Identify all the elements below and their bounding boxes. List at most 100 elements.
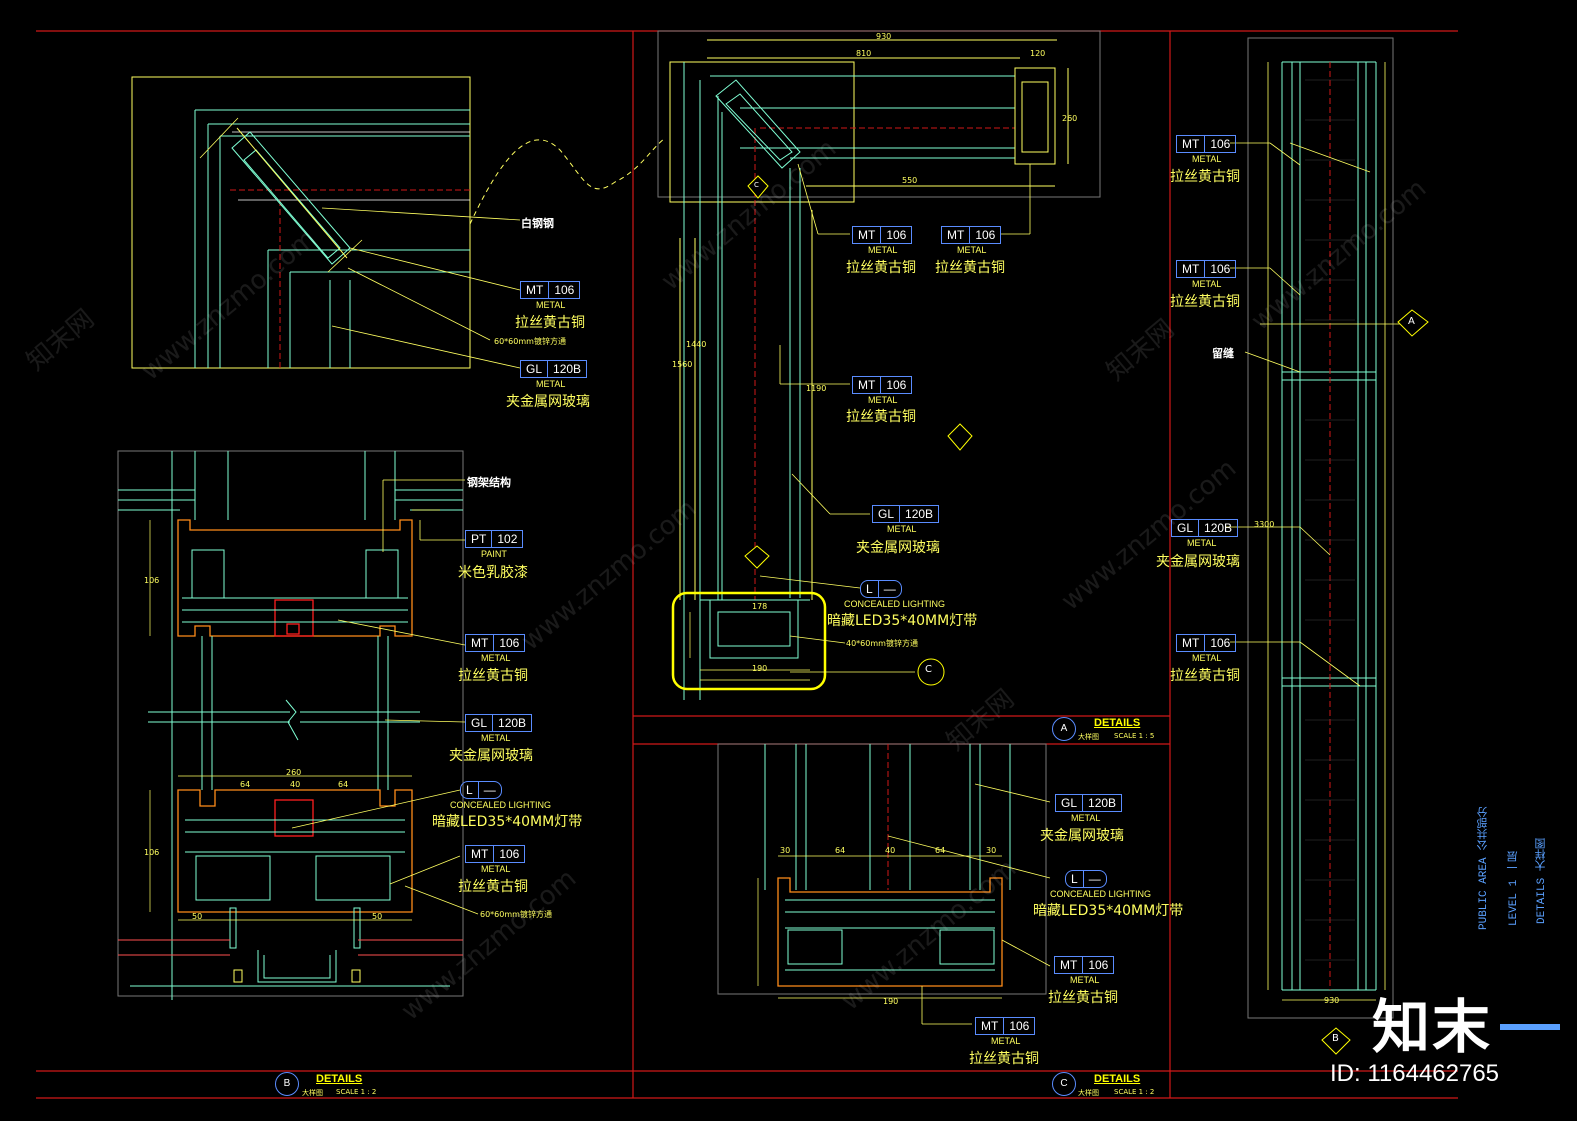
dim-label: 30 <box>780 846 791 855</box>
tag-cn: 拉丝黄古铜 <box>458 668 528 684</box>
dim-label: 50 <box>372 912 383 921</box>
tag-sub: METAL <box>1187 538 1217 548</box>
tag-cn: 暗藏LED35*40MM灯带 <box>1033 903 1184 919</box>
detail-title-b: DETAILS <box>316 1073 363 1085</box>
image-id: ID: 1164462765 <box>1330 1060 1500 1087</box>
dim-label: 1440 <box>686 340 707 349</box>
tag-sub: METAL <box>536 379 566 389</box>
dim-label: 50 <box>192 912 203 921</box>
tag-sub: METAL <box>481 733 511 743</box>
tag-sub: METAL <box>1192 154 1222 164</box>
tag-sub: METAL <box>868 245 898 255</box>
dim-label: 64 <box>835 846 846 855</box>
tag-cn: 拉丝黄古铜 <box>846 409 916 425</box>
dim-label: 64 <box>240 780 251 789</box>
detail-cn-c: 大样图 <box>1078 1089 1099 1097</box>
detail-scale-a: SCALE 1 : 5 <box>1114 732 1155 740</box>
tag-sub: CONCEALED LIGHTING <box>844 599 946 609</box>
marker-letter: C <box>754 181 759 189</box>
tag-cn: 夹金属网玻璃 <box>1156 554 1240 570</box>
dim-label: 260 <box>1062 114 1078 123</box>
dim-label: 930 <box>876 32 892 41</box>
leaders-top-left <box>321 207 521 369</box>
tag-cn: 拉丝黄古铜 <box>846 260 916 276</box>
tag-l-lighting: L— <box>460 781 502 799</box>
dim-label: 190 <box>883 997 899 1006</box>
detail-title-a: DETAILS <box>1094 717 1141 729</box>
section-c <box>717 743 1051 1025</box>
marker-letter: C <box>925 664 932 675</box>
dim-label: 3300 <box>1254 520 1275 529</box>
detail-title-c: DETAILS <box>1094 1073 1141 1085</box>
tag-cn: 拉丝黄古铜 <box>1170 169 1240 185</box>
dim-label: 40 <box>885 846 896 855</box>
tag-sub: METAL <box>1070 975 1100 985</box>
note-steel-frame: 钢架结构 <box>467 476 511 489</box>
detail-scale-c: SCALE 1 : 2 <box>1114 1088 1155 1096</box>
dim-label: 30 <box>986 846 997 855</box>
tag-sub: METAL <box>1071 813 1101 823</box>
dim-label: 106 <box>144 848 160 857</box>
tag-sub: METAL <box>1192 653 1222 663</box>
tag-cn: 夹金属网玻璃 <box>449 748 533 764</box>
tag-sub: METAL <box>887 524 917 534</box>
sidebar-level: LEVEL 1 一层 <box>1508 851 1520 926</box>
tag-cn: 夹金属网玻璃 <box>506 394 590 410</box>
tag-cn: 拉丝黄古铜 <box>969 1051 1039 1067</box>
dim-label: 178 <box>752 602 768 611</box>
dim-label: 1560 <box>672 360 693 369</box>
dim-label: 64 <box>935 846 946 855</box>
tag-sub: METAL <box>1192 279 1222 289</box>
tag-sub: PAINT <box>481 549 507 559</box>
corner-detail-top-left <box>131 76 471 369</box>
dim-label: 120 <box>1030 49 1046 58</box>
tag-sub: METAL <box>481 864 511 874</box>
tag-cn: 拉丝黄古铜 <box>458 879 528 895</box>
dim-label: 64 <box>338 780 349 789</box>
detail-circle-a: A <box>1052 717 1076 741</box>
tag-sub: METAL <box>481 653 511 663</box>
dim-label: 260 <box>286 768 302 777</box>
note-tube-40: 40*60mm镀锌方通 <box>846 639 918 648</box>
detail-cn-b: 大样图 <box>302 1089 323 1097</box>
tag-l-lighting: L— <box>1065 870 1107 888</box>
dim-label: 40 <box>290 780 301 789</box>
sheet-frame <box>36 30 1458 1099</box>
dim-label: 1190 <box>806 384 827 393</box>
tag-sub: CONCEALED LIGHTING <box>1050 889 1152 899</box>
tag-cn: 拉丝黄古铜 <box>1048 990 1118 1006</box>
tag-sub: CONCEALED LIGHTING <box>450 800 552 810</box>
tag-sub: METAL <box>991 1036 1021 1046</box>
tag-cn: 拉丝黄古铜 <box>1170 668 1240 684</box>
tag-cn: 拉丝黄古铜 <box>935 260 1005 276</box>
dim-label: 106 <box>144 576 160 585</box>
dim-label: 810 <box>856 49 872 58</box>
dim-label: 930 <box>1324 996 1340 1005</box>
note-tube-60: 60*60mm镀锌方通 <box>480 910 552 919</box>
tag-cn: 拉丝黄古铜 <box>515 315 585 331</box>
tag-sub: METAL <box>536 300 566 310</box>
tag-sub: METAL <box>957 245 987 255</box>
elevation-right <box>1226 37 1400 1019</box>
elevation-hatch <box>1305 79 1355 961</box>
note-tube-60: 60*60mm镀锌方通 <box>494 337 566 346</box>
sidebar-details: DETAILS 大样图 <box>1536 838 1548 924</box>
detail-circle-c: C <box>1052 1072 1076 1096</box>
detail-scale-b: SCALE 1 : 2 <box>336 1088 377 1096</box>
dim-label: 190 <box>752 664 768 673</box>
brand-bar <box>1500 1024 1560 1036</box>
sidebar-area: PUBLIC AREA 公共部分 <box>1478 806 1490 930</box>
